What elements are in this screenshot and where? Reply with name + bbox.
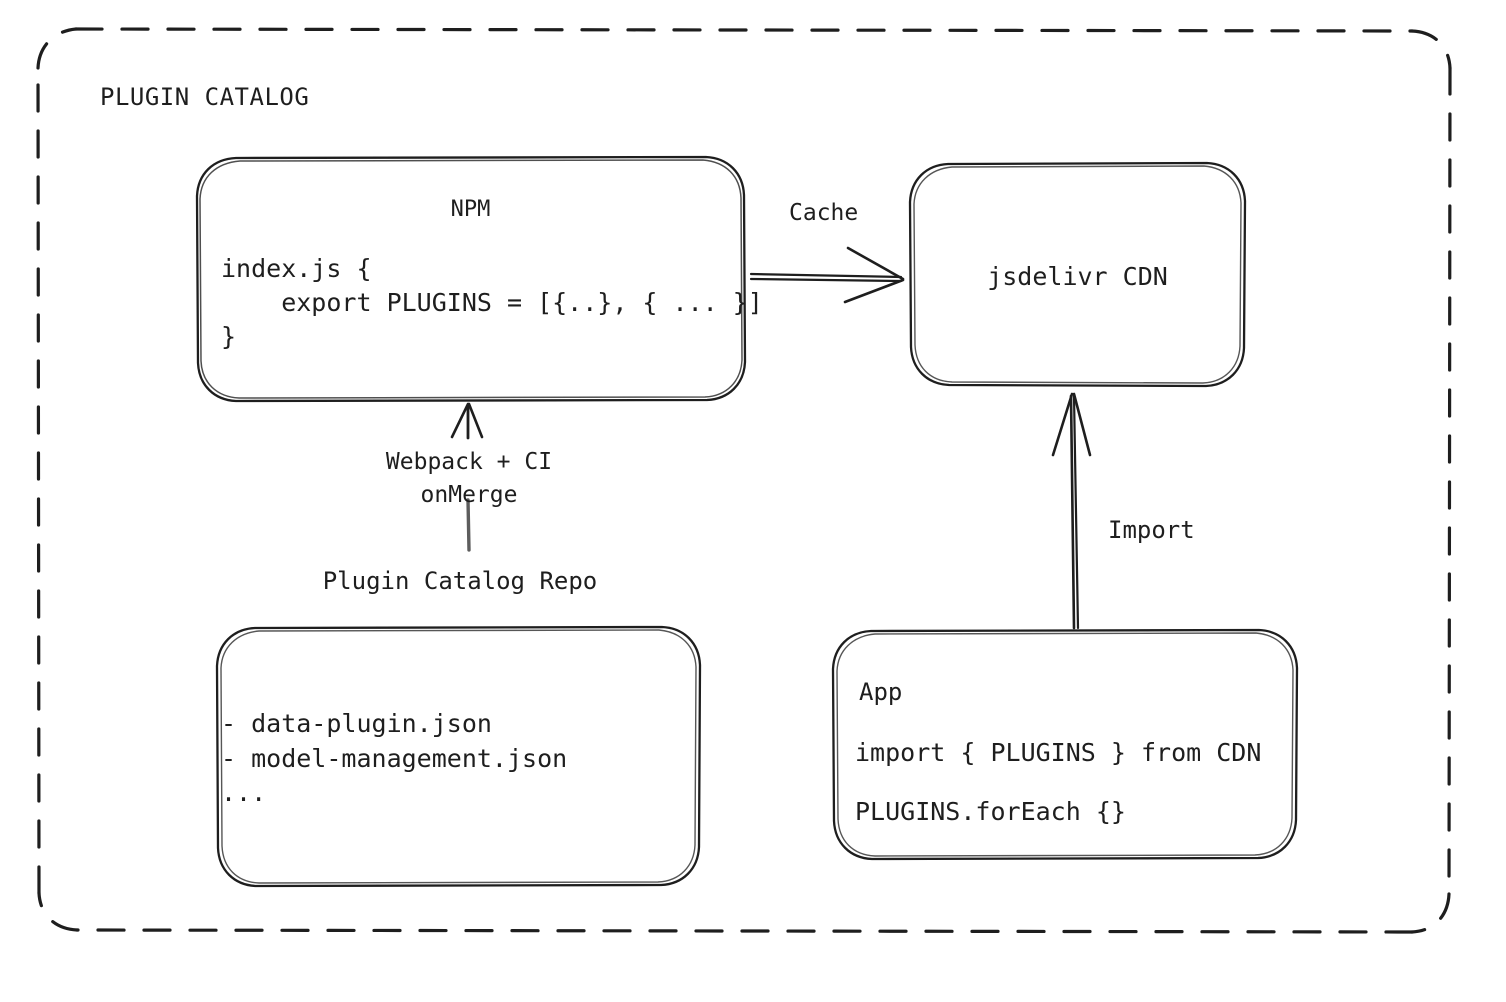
page-title: PLUGIN CATALOG: [100, 83, 310, 111]
cache-arrow: [749, 246, 905, 304]
import-arrow: [1051, 392, 1092, 630]
repo-node-file-list: - data-plugin.json - model-management.js…: [221, 709, 568, 807]
repo-node-caption: Plugin Catalog Repo: [322, 567, 598, 595]
cache-edge-label: Cache: [789, 200, 859, 226]
app-node-foreach-line: PLUGINS.forEach {}: [855, 797, 1126, 826]
app-node-import-line: import { PLUGINS } from CDN: [855, 738, 1262, 767]
npm-node-title: NPM: [450, 197, 491, 222]
import-edge-label: Import: [1108, 516, 1195, 544]
cdn-node-title: jsdelivr CDN: [987, 262, 1168, 291]
npm-node-code: index.js { export PLUGINS = [{..}, { ...…: [221, 254, 763, 351]
webpack-ci-edge-label: Webpack + CI onMerge: [385, 449, 553, 508]
app-node-title: App: [859, 678, 903, 706]
